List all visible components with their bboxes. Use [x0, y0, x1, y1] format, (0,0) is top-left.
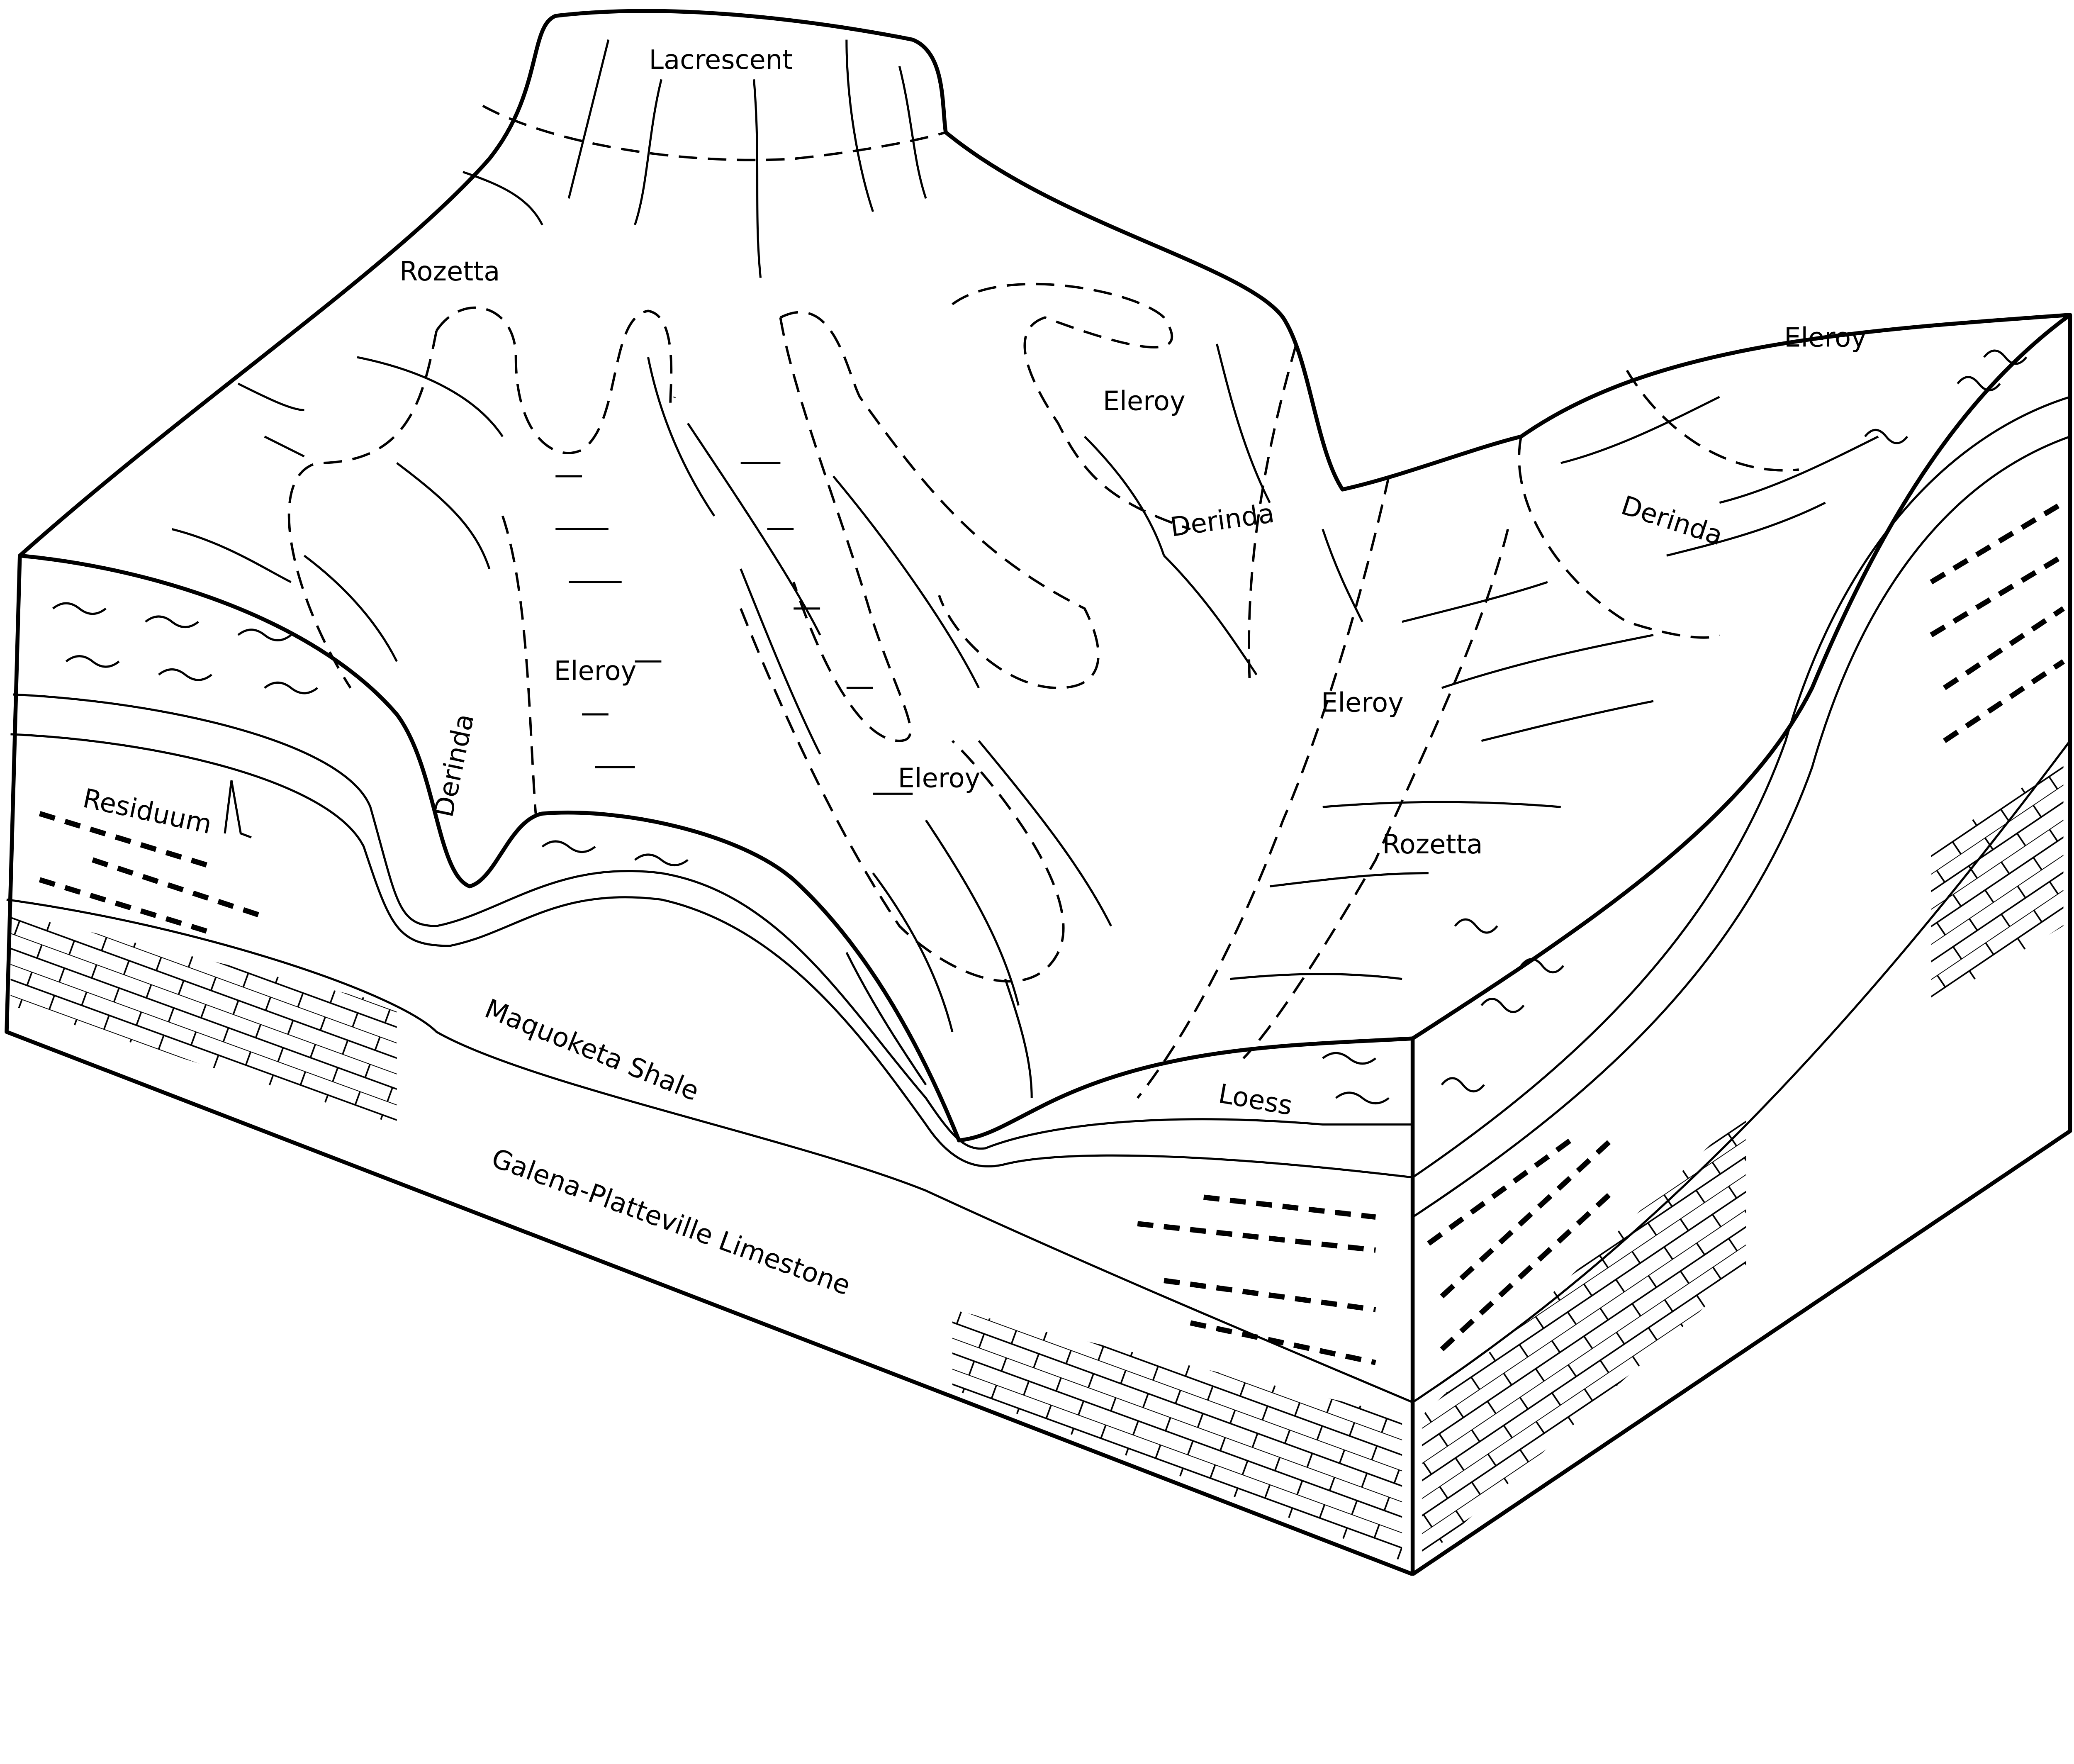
right-contact-3	[1412, 740, 2071, 1403]
loess-residuum-contact-left	[13, 693, 1413, 1150]
label-derinda-right: Derinda	[1617, 490, 1726, 551]
label-eleroy-right: Eleroy	[1321, 688, 1404, 719]
label-eleroy-left: Eleroy	[554, 656, 637, 687]
label-lacrescent: Lacrescent	[649, 45, 793, 76]
limestone-left-hatch	[10, 913, 397, 1125]
limestone-right-edge-hatch	[1931, 760, 2064, 1006]
rozetta-boundary-1	[1137, 476, 1390, 1099]
label-derinda-left: Derinda	[428, 711, 480, 820]
eleroy-boundary-2	[780, 311, 1100, 690]
limestone-front-hatch	[952, 1309, 1402, 1561]
loess-symbols	[52, 349, 2028, 1104]
label-eleroy-right-top: Eleroy	[1784, 322, 1867, 353]
rozetta-boundary-2	[1242, 529, 1509, 1060]
geologic-block-diagram-svg: Lacrescent Rozetta Eleroy Eleroy Derinda…	[5, 9, 2072, 1576]
shale-limestone-contact	[6, 898, 1413, 1403]
eleroy-right-boundary	[1248, 344, 1297, 688]
label-rozetta-upper: Rozetta	[399, 256, 500, 287]
derinda-boundary-1	[435, 306, 676, 454]
label-galena-platteville-limestone: Galena-Platteville Limestone	[487, 1143, 854, 1301]
block-diagram: Lacrescent Rozetta Eleroy Eleroy Derinda…	[5, 9, 2072, 1576]
right-top-edge	[1412, 313, 2072, 1040]
front-top-edge	[19, 553, 1413, 1143]
label-rozetta-lower: Rozetta	[1382, 829, 1482, 860]
right-contact-2	[1412, 435, 2071, 1218]
label-eleroy-center: Eleroy	[898, 763, 981, 794]
hillslope-lines	[171, 39, 1879, 1098]
residuum-shale-contact-left	[10, 733, 1413, 1179]
limestone-right-hatch	[1422, 1111, 1746, 1561]
derinda-right-boundary	[1518, 370, 1799, 639]
eleroy-center-boundary	[740, 608, 1065, 983]
block-outline	[5, 9, 2072, 1576]
label-eleroy-center-top: Eleroy	[1103, 386, 1185, 417]
residuum-leader	[224, 780, 252, 838]
label-derinda-center: Derinda	[1168, 498, 1276, 543]
label-loess: Loess	[1216, 1079, 1295, 1122]
eleroy-boundary-4	[779, 317, 912, 742]
shale-symbols	[39, 500, 2065, 1365]
right-contact-1	[1412, 396, 2071, 1179]
eleroy-boundary-1	[287, 330, 537, 814]
eleroy-boundary-3	[952, 283, 1191, 531]
lacrescent-boundary	[482, 105, 946, 161]
